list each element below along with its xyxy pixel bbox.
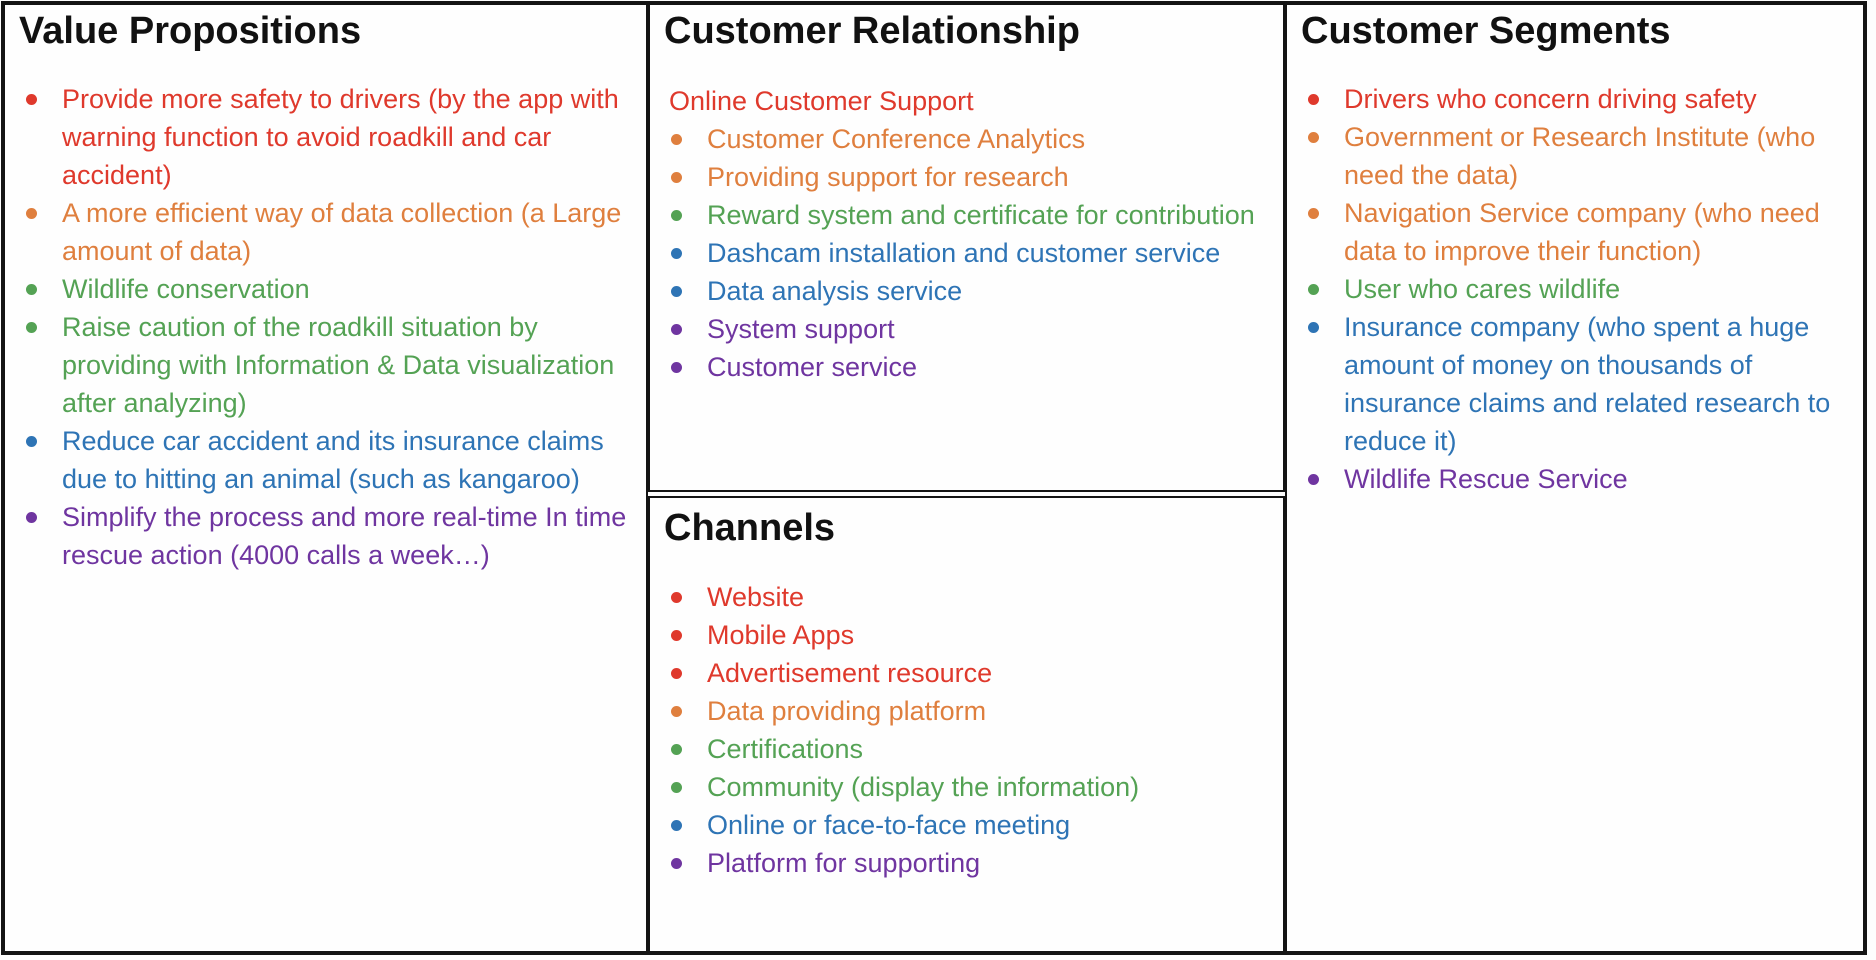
- list-item: Data analysis service: [669, 272, 1283, 310]
- list-item: Reduce car accident and its insurance cl…: [24, 422, 646, 498]
- list-item: Providing support for research: [669, 158, 1283, 196]
- list-item: Advertisement resource: [669, 654, 1283, 692]
- list-item: Simplify the process and more real-time …: [24, 498, 646, 574]
- list-item: Wildlife conservation: [24, 270, 646, 308]
- list-item: Wildlife Rescue Service: [1306, 460, 1863, 498]
- value-propositions-title: Value Propositions: [19, 10, 362, 52]
- list-item: Raise caution of the roadkill situation …: [24, 308, 646, 422]
- list-item: Drivers who concern driving safety: [1306, 80, 1863, 118]
- list-item: Certifications: [669, 730, 1283, 768]
- channels-title: Channels: [664, 507, 836, 549]
- customer-segments-title: Customer Segments: [1301, 10, 1671, 52]
- customer-segments-box: Customer Segments Drivers who concern dr…: [1285, 3, 1865, 953]
- customer-relationship-lead: Online Customer Support: [669, 82, 1283, 120]
- list-item: Customer service: [669, 348, 1283, 386]
- value-propositions-list: Provide more safety to drivers (by the a…: [24, 80, 646, 574]
- list-item: Navigation Service company (who need dat…: [1306, 194, 1863, 270]
- value-propositions-box: Value Propositions Provide more safety t…: [3, 3, 648, 953]
- list-item: Website: [669, 578, 1283, 616]
- list-item: Mobile Apps: [669, 616, 1283, 654]
- list-item: Online or face-to-face meeting: [669, 806, 1283, 844]
- list-item: Community (display the information): [669, 768, 1283, 806]
- customer-relationship-box: Customer Relationship Online Customer Su…: [648, 3, 1285, 492]
- list-item: User who cares wildlife: [1306, 270, 1863, 308]
- list-item: Online Customer Support: [669, 86, 974, 116]
- list-item: Customer Conference Analytics: [669, 120, 1283, 158]
- list-item: System support: [669, 310, 1283, 348]
- list-item: Dashcam installation and customer servic…: [669, 234, 1283, 272]
- list-item: Provide more safety to drivers (by the a…: [24, 80, 646, 194]
- customer-relationship-title: Customer Relationship: [664, 10, 1080, 52]
- list-item: Data providing platform: [669, 692, 1283, 730]
- list-item: Reward system and certificate for contri…: [669, 196, 1283, 234]
- list-item: A more efficient way of data collection …: [24, 194, 646, 270]
- list-item: Insurance company (who spent a huge amou…: [1306, 308, 1863, 460]
- list-item: Platform for supporting: [669, 844, 1283, 882]
- list-item: Government or Research Institute (who ne…: [1306, 118, 1863, 194]
